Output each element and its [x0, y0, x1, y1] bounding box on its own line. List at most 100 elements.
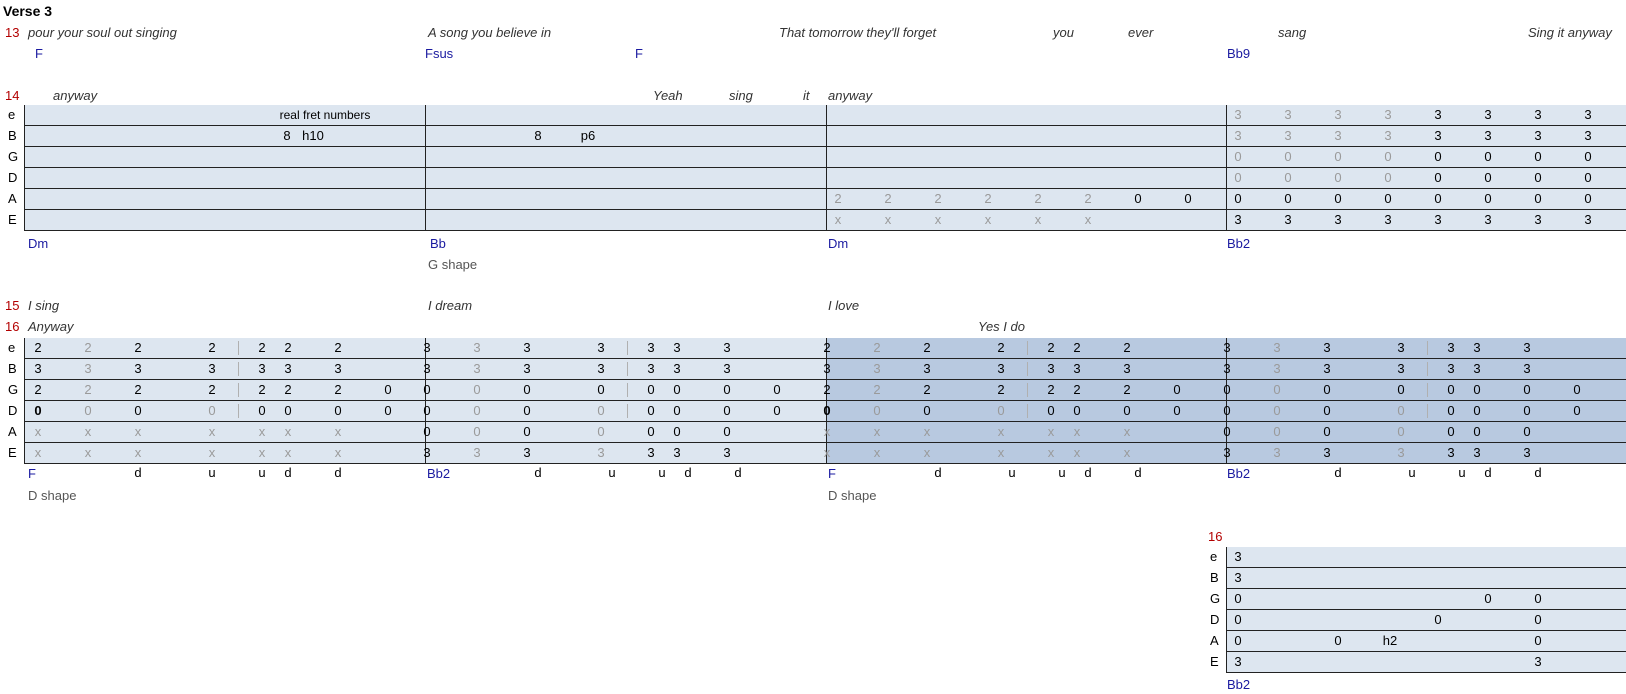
measure-line	[1226, 105, 1227, 231]
fret-number: x	[284, 445, 292, 460]
fret-number: 3	[1284, 212, 1292, 227]
fret-number: 0	[1384, 191, 1392, 206]
string-label: e	[1210, 549, 1218, 564]
fret-number: 3	[423, 445, 431, 460]
fret-number: 0	[1334, 633, 1342, 648]
fret-number: 3	[1534, 212, 1542, 227]
fret-number: 2	[258, 340, 266, 355]
fret-number: x	[1123, 424, 1131, 439]
tab-band	[827, 443, 1226, 463]
fret-number: 3	[1223, 445, 1231, 460]
tab-band	[1227, 422, 1626, 442]
fret-number: 0	[384, 403, 392, 418]
fret-number: 0	[723, 424, 731, 439]
tab-band	[1227, 126, 1626, 146]
string-label: B	[8, 128, 17, 143]
fret-number: x	[134, 424, 142, 439]
measure-line	[1226, 547, 1227, 673]
string-line	[1226, 609, 1626, 610]
fret-number: 3	[673, 340, 681, 355]
tab-band	[25, 401, 425, 421]
fret-number: 0	[523, 424, 531, 439]
string-label: G	[1210, 591, 1221, 606]
fret-number: 0	[1047, 403, 1055, 418]
measure-line	[826, 105, 827, 231]
tab-band	[426, 338, 826, 358]
lyric: A song you believe in	[428, 25, 552, 40]
fret-number: x	[997, 424, 1005, 439]
fret-number: 3	[1384, 212, 1392, 227]
fret-number: 0	[1473, 382, 1481, 397]
fret-number: 2	[1034, 191, 1042, 206]
tab-band	[1227, 359, 1626, 379]
separator	[1027, 362, 1028, 376]
fret-number: 3	[723, 445, 731, 460]
fret-number: 3	[1534, 654, 1542, 669]
fret-number: 2	[1084, 191, 1092, 206]
string-line	[24, 463, 1626, 464]
fret-number: 8	[534, 128, 542, 143]
strum-mark: u	[258, 465, 266, 480]
tab-band	[1227, 589, 1626, 609]
chord-name: Bb2	[1227, 466, 1251, 481]
separator	[627, 341, 628, 355]
fret-number: p6	[580, 128, 596, 143]
fret-number: 0	[208, 403, 216, 418]
fret-number: 0	[1484, 591, 1492, 606]
fret-number: 0	[1273, 424, 1281, 439]
fret-number: 2	[1047, 340, 1055, 355]
fret-number: 3	[923, 361, 931, 376]
tab-band	[426, 105, 826, 125]
fret-number: 0	[1484, 149, 1492, 164]
fret-number: 3	[1447, 445, 1455, 460]
fret-number: 0	[473, 382, 481, 397]
fret-number: 0	[1134, 191, 1142, 206]
fret-number: 0	[597, 382, 605, 397]
fret-number: 0	[1173, 403, 1181, 418]
tab-band	[25, 338, 425, 358]
fret-number: 3	[647, 361, 655, 376]
chord-name: F	[828, 466, 836, 481]
fret-number: 2	[1073, 340, 1081, 355]
fret-number: 3	[1123, 361, 1131, 376]
fret-number: 3	[1523, 340, 1531, 355]
chord-name: F	[635, 46, 643, 61]
chord-name: Bb	[430, 236, 446, 251]
fret-number: 0	[1473, 424, 1481, 439]
fret-number: x	[1047, 445, 1055, 460]
fret-number: 2	[984, 191, 992, 206]
fret-number: 3	[1384, 128, 1392, 143]
fret-number: 3	[1523, 445, 1531, 460]
tab-band	[1227, 568, 1626, 588]
fret-number: 0	[1473, 403, 1481, 418]
tab-band	[25, 147, 425, 167]
fret-number: 3	[1234, 570, 1242, 585]
fret-number: x	[934, 212, 942, 227]
string-line	[24, 209, 1626, 210]
tab-band	[1227, 610, 1626, 630]
fret-number: 0	[423, 403, 431, 418]
string-label: e	[8, 107, 16, 122]
tab-band	[827, 168, 1226, 188]
tab-band	[827, 338, 1226, 358]
string-label: G	[8, 149, 19, 164]
fret-number: 2	[208, 340, 216, 355]
fret-number: x	[1084, 212, 1092, 227]
fret-number: 3	[597, 340, 605, 355]
fret-number: 0	[423, 382, 431, 397]
strum-mark: d	[1134, 465, 1142, 480]
fret-number: 0	[1284, 170, 1292, 185]
fret-number: 3	[1073, 361, 1081, 376]
fret-number: 3	[523, 445, 531, 460]
fret-number: x	[823, 424, 831, 439]
fret-number: 0	[997, 403, 1005, 418]
separator	[1027, 383, 1028, 397]
strum-mark: d	[934, 465, 942, 480]
fret-number: x	[34, 424, 42, 439]
fret-number: 0	[773, 382, 781, 397]
fret-number: 2	[1047, 382, 1055, 397]
lyric: it	[803, 88, 810, 103]
fret-number: 2	[134, 340, 142, 355]
fret-number: 3	[334, 361, 342, 376]
fret-number: x	[873, 445, 881, 460]
